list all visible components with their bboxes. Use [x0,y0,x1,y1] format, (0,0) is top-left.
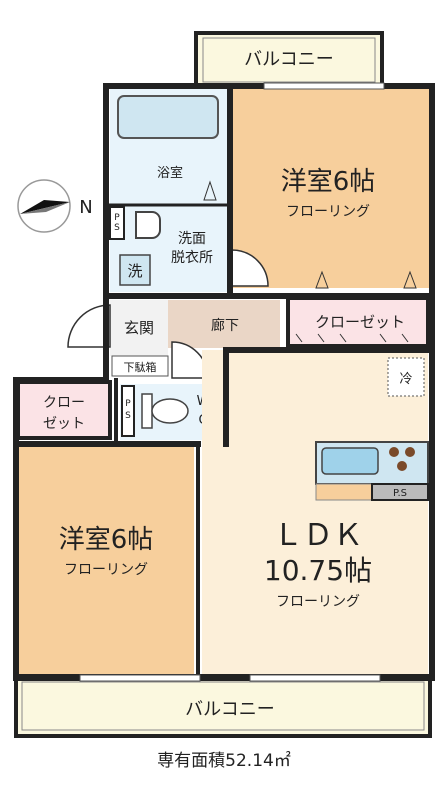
entrance-label: 玄関 [124,319,154,337]
closet-left-line2: ゼット [43,416,85,432]
window-marker [315,270,329,289]
compass-arrow-icon [20,200,70,214]
kitchen-sink [321,447,379,475]
pipe-shaft [109,206,125,240]
washer-space [119,254,151,286]
floor-area-caption: 専有面積52.14㎡ [157,751,291,771]
compass-label: N [79,197,92,218]
windows [79,82,385,682]
washer-label: 洗 [127,262,142,280]
window-marker [403,270,417,289]
stove-burner-icon [389,447,399,457]
balcony-top-label: バルコニー [244,49,334,70]
bedroom-top-floor: フローリング [286,204,370,220]
washroom-label-line1: 洗面 [178,231,206,247]
balcony-top: バルコニー [194,31,384,89]
ldk-size: 10.75帖 [264,554,372,587]
closet-right: クローゼット [286,296,430,348]
walls [13,83,435,681]
entrance-door-swing [67,304,111,348]
closet-right-label: クローゼット [315,313,405,331]
bedroom-top: 洋室6帖 フローリング [230,88,430,289]
balcony-bottom-label: バルコニー [185,699,275,720]
compass-arrow-shade [20,202,70,214]
shoe-box [111,355,169,377]
entrance: 玄関 下駄箱 [67,300,169,377]
bedroom-door-swing [231,249,269,287]
pipe-shaft [371,483,429,501]
hallway: 廊下 [168,249,280,393]
bedroom-left: 洋室6帖 フローリング [18,446,194,674]
bedroom-left-title: 洋室6帖 [59,525,154,555]
bedroom-left-floor: フローリング [64,562,148,578]
stove-burner-icon [397,461,407,471]
stove-burner-icon [405,447,415,457]
hallway-label: 廊下 [211,317,239,334]
ldk-floor: フローリング [276,594,360,610]
compass: N [17,179,93,233]
toilet-tank [141,393,153,429]
compass-ring [17,179,71,233]
bedroom-top-title: 洋室6帖 [281,167,376,197]
bathroom-label: 浴室 [157,165,183,181]
toilet-bowl [151,398,189,424]
ldk-title: ＬＤＫ [273,518,363,553]
ps-3-label: P.S [393,488,407,499]
sink [135,211,161,239]
bathroom: 浴室 [110,88,228,205]
bathtub [117,95,219,139]
washroom-label-line2: 脱衣所 [171,250,213,266]
door-marker [203,180,217,201]
counter-storage [315,483,373,501]
shoe-box-label: 下駄箱 [124,360,157,374]
fridge-space [387,357,425,397]
fridge-label: 冷 [399,372,412,387]
balcony-bottom: バルコニー [14,674,432,738]
closet-left-line1: クロー [43,395,85,411]
pipe-shaft [121,385,135,437]
ldk: 冷 P.S ＬＤＫ 10.75帖 フローリング [202,350,429,674]
